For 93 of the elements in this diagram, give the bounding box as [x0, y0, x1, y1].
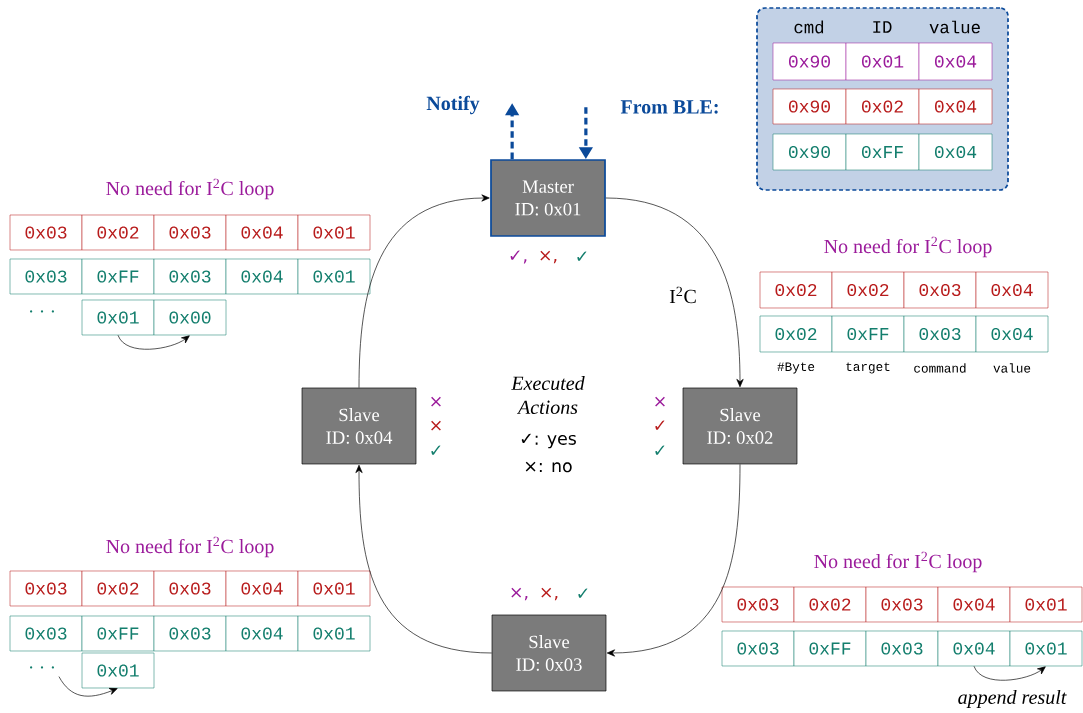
table-cell: 0x01 — [81, 652, 155, 689]
table-cell: 0x03 — [865, 586, 939, 623]
table-cell: 0x03 — [9, 570, 83, 607]
table-cell: 0x01 — [845, 42, 920, 81]
status-mark: ✓ — [655, 445, 665, 455]
arrow — [605, 197, 744, 388]
table-cell: 0x03 — [9, 258, 83, 295]
device-box: Slave ID: 0x02 — [682, 387, 798, 465]
status-mark: × — [431, 396, 441, 407]
table-cell: 0x04 — [918, 88, 993, 125]
table-cell: 0x01 — [297, 570, 371, 607]
legend-entry: ✓: yes — [521, 433, 576, 449]
ellipsis: · · · — [30, 310, 54, 313]
table-cell: 0x02 — [81, 570, 155, 607]
table-title: No need for I$^{2}$C loop — [824, 236, 992, 258]
status-mark: ×, — [511, 587, 528, 601]
table-cell: 0xFF — [845, 133, 920, 171]
status-mark: ×, — [540, 250, 557, 264]
device-box: Slave ID: 0x04 — [301, 387, 417, 465]
table-cell: 0x00 — [153, 299, 227, 336]
column-label: value — [993, 363, 1031, 373]
table-cell: 0x03 — [9, 214, 83, 251]
table-cell: 0x04 — [225, 570, 299, 607]
status-mark: ✓ — [577, 251, 587, 261]
status-mark: × — [431, 420, 441, 431]
column-label: command — [914, 363, 966, 373]
table-cell: 0x04 — [225, 615, 299, 652]
table-cell: 0x04 — [225, 258, 299, 295]
table-cell: 0x03 — [153, 258, 227, 295]
table-cell: 0x01 — [297, 214, 371, 251]
table-cell: 0x03 — [903, 315, 977, 353]
table-cell: 0x03 — [9, 615, 83, 652]
column-label: target — [846, 362, 890, 374]
ellipsis: · · · — [30, 666, 54, 669]
table-cell: 0x02 — [81, 214, 155, 251]
arrow — [355, 464, 492, 654]
table-title: No need for I$^{2}$C loop — [814, 551, 982, 573]
table-cell: 0x02 — [793, 586, 867, 623]
status-mark: ✓, — [510, 250, 527, 264]
table-cell: 0xFF — [793, 630, 867, 667]
edge-label: I$^{2}$C — [667, 285, 699, 305]
table-cell: 0x03 — [903, 271, 977, 309]
status-mark: × — [655, 396, 665, 407]
table-cell: 0x04 — [918, 42, 993, 81]
status-mark: ✓ — [655, 420, 665, 430]
device-box: Master ID: 0x01 — [490, 159, 606, 237]
table-cell: 0x04 — [937, 630, 1011, 667]
edge-label: append result — [956, 688, 1068, 710]
table-cell: 0x03 — [153, 570, 227, 607]
table-cell: 0x03 — [721, 630, 795, 667]
arrow — [606, 464, 741, 657]
status-mark: ✓ — [578, 588, 588, 598]
table-cell: 0xFF — [81, 615, 155, 652]
table-title: No need for I$^{2}$C loop — [106, 536, 274, 558]
table-cell: 0xFF — [81, 258, 155, 295]
column-header: ID — [873, 21, 892, 33]
table-title: No need for I$^{2}$C loop — [106, 178, 274, 200]
column-label: #Byte — [777, 362, 815, 374]
table-cell: 0xFF — [831, 315, 905, 353]
table-cell: 0x01 — [81, 299, 155, 336]
table-cell: 0x04 — [975, 271, 1049, 309]
table-cell: 0x02 — [845, 88, 920, 125]
arrow — [58, 676, 118, 697]
table-cell: 0x03 — [721, 586, 795, 623]
table-cell: 0x04 — [918, 133, 993, 171]
column-header: cmd — [794, 20, 824, 34]
table-cell: 0x03 — [865, 630, 939, 667]
legend-title: Executed Actions — [511, 375, 585, 414]
table-cell: 0x90 — [772, 88, 847, 125]
table-cell: 0x02 — [759, 271, 833, 309]
table-cell: 0x01 — [1009, 586, 1083, 623]
legend-entry: ×: no — [525, 461, 572, 473]
table-cell: 0x90 — [772, 133, 847, 171]
table-cell: 0x02 — [831, 271, 905, 309]
column-header: value — [929, 20, 980, 34]
edge-label: Notify — [425, 94, 481, 116]
table-cell: 0x90 — [772, 42, 847, 81]
table-cell: 0x04 — [937, 586, 1011, 623]
table-cell: 0x01 — [297, 615, 371, 652]
arrow — [358, 194, 490, 388]
status-mark: ×, — [541, 587, 558, 601]
status-mark: ✓ — [431, 445, 441, 455]
table-cell: 0x03 — [153, 214, 227, 251]
device-box: Slave ID: 0x03 — [491, 614, 607, 692]
table-cell: 0x03 — [153, 615, 227, 652]
table-cell: 0x04 — [975, 315, 1049, 353]
arrow — [973, 665, 1046, 681]
edge-label: From BLE: — [619, 98, 721, 115]
table-cell: 0x01 — [1009, 630, 1083, 667]
table-cell: 0x02 — [759, 315, 833, 353]
table-cell: 0x04 — [225, 214, 299, 251]
table-cell: 0x01 — [297, 258, 371, 295]
arrow — [117, 334, 190, 350]
